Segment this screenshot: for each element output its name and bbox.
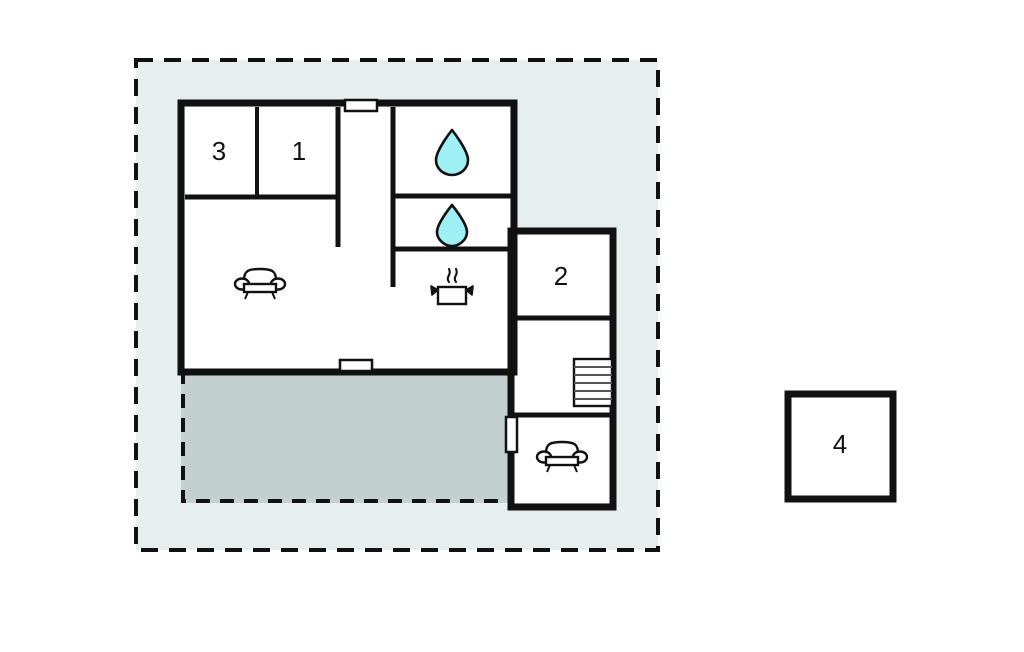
terrace-area <box>181 370 512 503</box>
door-annex-side[interactable] <box>504 415 519 454</box>
water-drop-icon <box>434 128 470 177</box>
room-number-3: 3 <box>212 136 226 166</box>
plot-boundary-dashed <box>134 58 660 552</box>
sofa-icon <box>233 267 287 300</box>
wall-seam-cover <box>508 234 517 368</box>
sofa-icon <box>535 440 589 473</box>
stairs-icon <box>572 357 614 408</box>
room-number-2: 2 <box>554 261 568 291</box>
annex-outer-wall <box>507 227 617 511</box>
room-number-1: 1 <box>292 136 306 166</box>
stove-pot-icon <box>430 267 474 306</box>
door-bottom-terrace[interactable] <box>338 358 374 373</box>
door-top-entry[interactable] <box>343 98 379 113</box>
terrace-dashed-edge <box>181 370 512 503</box>
room-number-4: 4 <box>833 429 847 459</box>
water-drop-icon <box>435 203 469 248</box>
detached-building-4 <box>784 390 897 503</box>
